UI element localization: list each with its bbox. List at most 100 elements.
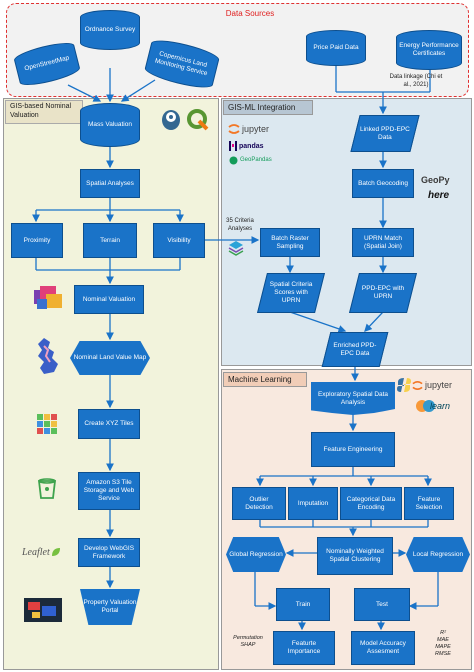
- sklearn-logo-icon: learn: [416, 396, 466, 416]
- postgresql-icon: [159, 108, 183, 132]
- local-regression-node: Local Regression: [406, 537, 470, 572]
- test-label: Test: [376, 600, 388, 608]
- geopandas-logo-text: GeoPandas: [240, 157, 272, 163]
- model-accuracy-node: Model Accuracy Assesment: [351, 631, 415, 665]
- price-paid-node: Price Paid Data: [306, 30, 366, 66]
- mape-label: MAPE: [435, 643, 451, 650]
- r2-label: R²: [440, 630, 446, 636]
- jupyter-ml-logo-text: jupyter: [425, 380, 453, 390]
- jupyter-ml-logo-icon: jupyter: [412, 378, 468, 392]
- batch-raster-label: Batch Raster Sampling: [271, 234, 309, 250]
- raster-stack-icon: [228, 240, 244, 256]
- openstreetmap-label: OpenStreetMap: [23, 54, 71, 73]
- create-xyz-tiles-label: Create XYZ Tiles: [84, 420, 134, 428]
- gisml-panel-title: GIS-ML Integration: [223, 100, 313, 115]
- qgis-icon: [186, 108, 210, 132]
- linked-ppd-epc-node: Linked PPD-EPC Data: [350, 115, 420, 152]
- feature-selection-node: Feature Selection: [404, 487, 454, 520]
- pandas-logo-icon: pandas: [229, 140, 279, 152]
- portal-screenshot-icon: [24, 598, 62, 622]
- importance-methods-label: Permutation SHAP: [226, 635, 270, 649]
- data-sources-title: Data Sources: [225, 9, 275, 18]
- test-node: Test: [354, 588, 410, 621]
- create-xyz-tiles-node: Create XYZ Tiles: [78, 409, 140, 439]
- spatial-analyses-label: Spatial Analyses: [86, 179, 134, 187]
- geopy-logo-text: GeoPy: [421, 175, 450, 185]
- copernicus-label: Copernicus Land Monitoring Service: [154, 50, 209, 78]
- visibility-label: Visibility: [167, 236, 191, 244]
- outlier-detection-node: Outlier Detection: [232, 487, 286, 520]
- geopandas-logo-icon: GeoPandas: [229, 154, 285, 166]
- ordnance-survey-node: Ordnance Survey: [80, 10, 140, 50]
- gisml-panel-title-text: GIS-ML Integration: [228, 103, 296, 112]
- geopy-logo-icon: GeoPy: [421, 170, 461, 185]
- batch-geocoding-label: Batch Geocoding: [358, 179, 408, 187]
- ppd-epc-uprn-node: PPD-EPC with UPRN: [349, 273, 417, 313]
- amazon-s3-icon: [37, 478, 57, 500]
- model-accuracy-label: Model Accuracy Assesment: [360, 640, 406, 655]
- feature-importance-node: Featurte Importance: [273, 631, 335, 665]
- nominal-valuation-node: Nominal Valuation: [74, 285, 144, 314]
- global-regression-node: Global Regression: [226, 537, 286, 572]
- proximity-node: Proximity: [11, 223, 63, 258]
- uk-map-icon: [30, 336, 64, 378]
- python-logo-icon: [396, 377, 412, 393]
- price-paid-label: Price Paid Data: [313, 44, 359, 52]
- train-label: Train: [295, 600, 311, 608]
- nominal-clustering-label: Nominally Weighted Spatial Clustering: [326, 548, 384, 563]
- nominal-land-value-map-label: Nominal Land Value Map: [73, 354, 147, 362]
- property-portal-node: Property Valuation Portal: [80, 589, 140, 625]
- categorical-encoding-node: Categorical Data Encoding: [340, 487, 402, 520]
- batch-geocoding-node: Batch Geocoding: [352, 169, 414, 198]
- enriched-data-node: Enriched PPD-EPC Data: [321, 332, 389, 367]
- terrain-label: Terrain: [100, 236, 120, 244]
- outlier-detection-label: Outlier Detection: [245, 495, 273, 511]
- feature-selection-label: Feature Selection: [415, 495, 443, 511]
- ml-panel-title: Machine Learning: [223, 372, 307, 387]
- ppd-epc-uprn-label: PPD-EPC with UPRN: [361, 285, 405, 300]
- linked-ppd-epc-label: Linked PPD-EPC Data: [360, 125, 410, 141]
- global-regression-label: Global Regression: [229, 550, 283, 558]
- spatial-analyses-node: Spatial Analyses: [80, 169, 140, 198]
- shap-label: SHAP: [240, 641, 256, 648]
- jupyter-logo-icon: jupyter: [228, 122, 288, 136]
- epc-node: Energy Performance Certificates: [396, 30, 462, 70]
- enriched-data-label: Enriched PPD-EPC Data: [333, 341, 377, 357]
- criteria-analyses-label: 35 Criteria Analyses: [226, 218, 254, 232]
- ordnance-survey-label: Ordnance Survey: [84, 26, 136, 34]
- amazon-s3-label: Amazon S3 Tile Storage and Web Service: [83, 479, 135, 502]
- jupyter-logo-text: jupyter: [242, 124, 270, 134]
- local-regression-label: Local Regression: [412, 550, 464, 558]
- spatial-scores-node: Spatial Criteria Scores with UPRN: [257, 273, 325, 313]
- feature-engineering-label: Feature Engineering: [323, 445, 383, 453]
- xyz-tiles-icon: [37, 414, 57, 434]
- feature-engineering-node: Feature Engineering: [311, 432, 395, 467]
- raster-maps-icon: [32, 284, 64, 314]
- property-portal-label: Property Valuation Portal: [83, 599, 137, 614]
- proximity-label: Proximity: [23, 236, 51, 244]
- spatial-scores-label: Spatial Criteria Scores with UPRN: [269, 281, 313, 304]
- mass-valuation-node: Mass Valuation: [80, 103, 140, 147]
- categorical-encoding-label: Categorical Data Encoding: [346, 495, 396, 511]
- feature-importance-label: Featurte Importance: [287, 640, 321, 655]
- epc-label: Energy Performance Certificates: [399, 42, 459, 57]
- imputation-node: Imputation: [288, 487, 338, 520]
- nominal-clustering-node: Nominally Weighted Spatial Clustering: [317, 537, 393, 575]
- train-node: Train: [276, 588, 330, 621]
- gis-panel-title: GIS-based Nominal Valuation: [5, 100, 83, 124]
- develop-webgis-node: Develop WebGIS Framework: [78, 538, 140, 567]
- data-linkage-label: Data linkage (Chi et al., 2021): [389, 74, 443, 88]
- terrain-node: Terrain: [83, 223, 137, 258]
- accuracy-metrics-label: R² MAE MAPE RMSE: [428, 630, 458, 658]
- batch-raster-node: Batch Raster Sampling: [260, 228, 320, 257]
- mass-valuation-label: Mass Valuation: [88, 121, 132, 129]
- eda-label: Exploratory Spatial Data Analysis: [317, 390, 389, 406]
- rmse-label: RMSE: [435, 650, 451, 657]
- gis-panel-title-text: GIS-based Nominal Valuation: [10, 103, 72, 119]
- here-logo-icon: here: [428, 185, 458, 201]
- uprn-match-label: UPRN Match (Spatial Join): [364, 234, 402, 250]
- imputation-label: Imputation: [297, 499, 329, 507]
- eda-node: Exploratory Spatial Data Analysis: [311, 382, 395, 415]
- mae-label: MAE: [437, 636, 449, 643]
- permutation-label: Permutation: [233, 635, 263, 641]
